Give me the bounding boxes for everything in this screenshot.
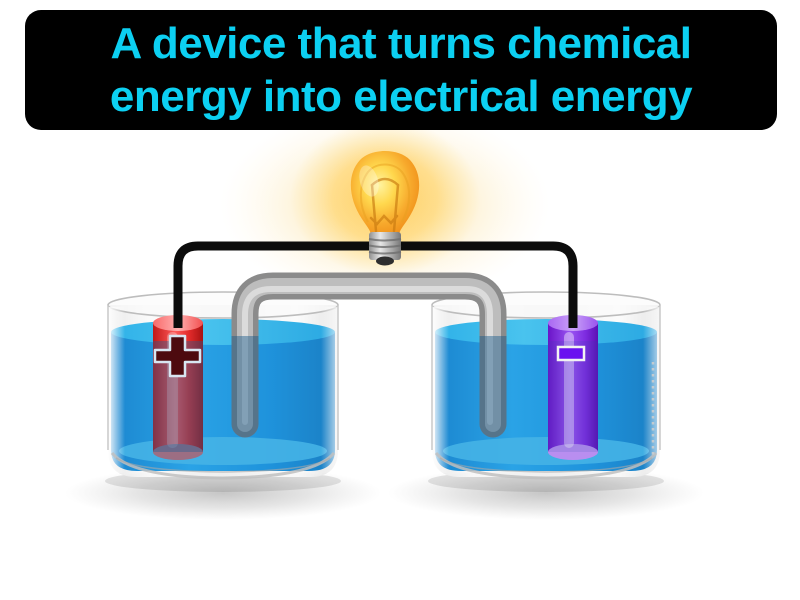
definition-text-line1: A device that turns chemical (110, 19, 692, 68)
bulb-contact-tip (376, 256, 394, 266)
right-electrolyte-bottom-highlight (443, 437, 649, 465)
right-beaker-right-shine (643, 307, 660, 473)
beaker-shadows (65, 466, 704, 520)
left-electrolyte-surface (111, 319, 335, 345)
bulb-filament (369, 177, 400, 233)
definition-banner: A device that turns chemical energy into… (25, 10, 777, 130)
left-electrolyte-bottom-highlight (119, 437, 327, 465)
left-beaker-left-shine (108, 307, 125, 473)
light-bulb (350, 151, 420, 266)
right-beaker (431, 291, 661, 480)
right-beaker-bottom-edge (434, 451, 658, 480)
minus-icon (556, 345, 586, 362)
bulb-shine (359, 165, 379, 197)
left-beaker (107, 291, 339, 480)
salt-bridge-left-submerged (231, 336, 259, 438)
left-beaker-walls (107, 305, 339, 450)
right-beaker-walls (431, 305, 661, 450)
salt-bridge (231, 272, 507, 438)
right-beaker-left-shine (432, 307, 449, 473)
right-electrolyte-surface (435, 319, 657, 345)
salt-bridge-right-submerged (479, 336, 507, 438)
positive-electrode (153, 315, 203, 460)
left-beaker-bottom-edge (110, 451, 336, 480)
plus-icon (153, 334, 202, 378)
definition-text-line2: energy into electrical energy (109, 72, 693, 121)
left-beaker-right-shine (321, 307, 338, 473)
left-beaker-bottom-inner-edge (115, 457, 331, 473)
right-beaker-bottom-inner-edge (439, 457, 653, 473)
negative-electrode (548, 315, 598, 460)
bulb-base (368, 232, 402, 266)
bulb-inner-glass (359, 163, 411, 223)
